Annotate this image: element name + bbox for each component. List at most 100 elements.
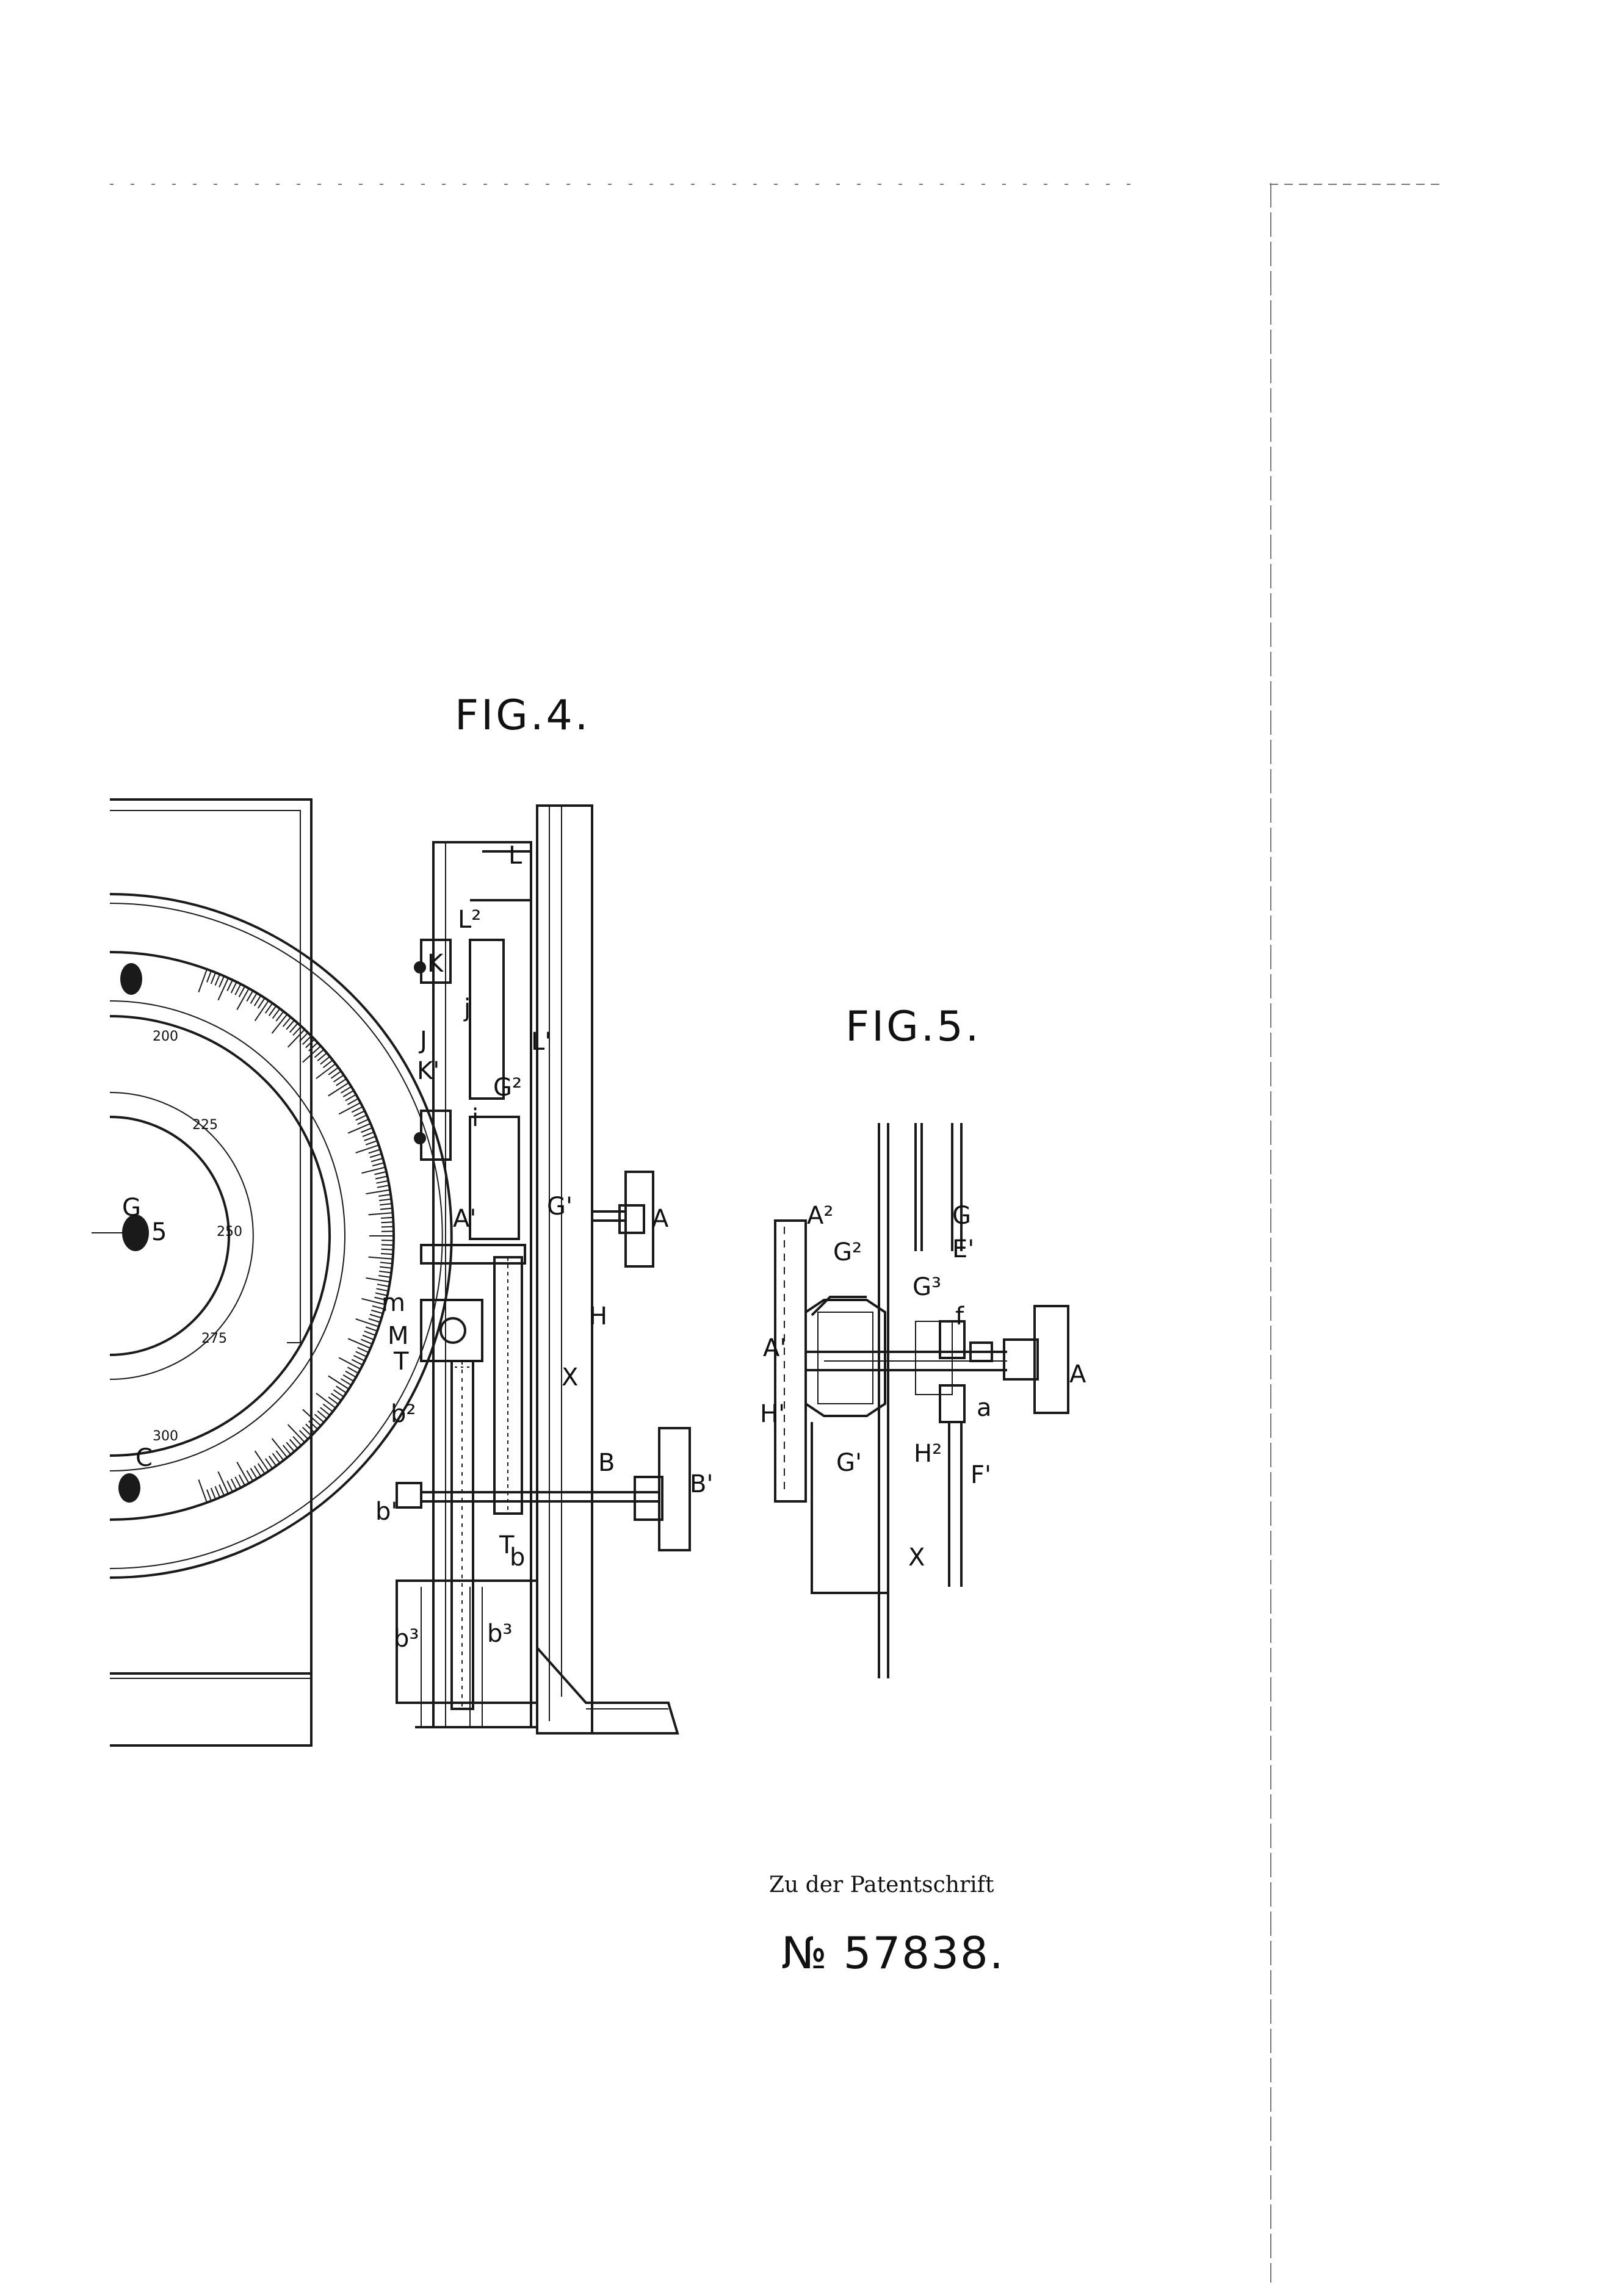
dial-tick xyxy=(374,1296,387,1301)
dial-tick xyxy=(328,1396,339,1405)
dial-tick xyxy=(371,1309,383,1315)
dial-tick xyxy=(330,1393,342,1401)
label-five: 5 xyxy=(151,1218,167,1246)
dial-tick xyxy=(287,1029,305,1048)
dial-tick xyxy=(369,1153,382,1158)
dial-tick xyxy=(317,1052,328,1061)
dial-tick xyxy=(253,995,262,1006)
dial-tick xyxy=(375,1292,388,1296)
fig5-label-a: A xyxy=(1069,1360,1086,1388)
dial-tick xyxy=(371,1157,383,1163)
dial-tick xyxy=(380,1207,392,1210)
fig4-label-t-lower: T xyxy=(499,1531,515,1559)
fig5-label-a-small: a xyxy=(977,1394,992,1422)
dial-tick xyxy=(340,1086,352,1094)
fig4-label-t-upper: T xyxy=(393,1348,409,1376)
dial-tick xyxy=(361,1298,386,1305)
dial-tick xyxy=(257,1463,266,1475)
dial-tick xyxy=(298,1429,309,1440)
dial-tick xyxy=(378,1194,391,1197)
tick-label-275: 275 xyxy=(201,1331,227,1346)
dial-tick xyxy=(289,1439,298,1449)
dial-tick xyxy=(353,1110,365,1117)
dial-tick xyxy=(316,1063,336,1080)
fig4-label-b: B xyxy=(598,1449,615,1477)
fig4-label-k1: K' xyxy=(417,1057,439,1085)
dial-tick xyxy=(366,1189,391,1195)
dial-tick xyxy=(320,1407,330,1416)
dial-tick xyxy=(351,1106,363,1113)
fig4-label-l: L xyxy=(508,842,522,870)
dial-tick xyxy=(355,1144,379,1153)
dial-tick xyxy=(250,1468,258,1479)
dial-tick xyxy=(368,1149,381,1154)
dial-tick xyxy=(257,997,266,1009)
dial-tick xyxy=(342,1090,354,1097)
dial-tick xyxy=(374,1171,387,1175)
dial-knob-top xyxy=(120,963,142,995)
fig5-label-e1: E' xyxy=(952,1235,974,1263)
dial-tick xyxy=(275,1011,284,1022)
fig4-label-m: M xyxy=(388,1322,409,1350)
fig4-label-g2: G² xyxy=(493,1074,522,1102)
fig5-label-g2: G² xyxy=(833,1238,862,1266)
fig5-label-h1: H' xyxy=(760,1400,785,1428)
dial-tick xyxy=(379,1270,392,1274)
dial-tick xyxy=(271,1438,288,1458)
dial-tick xyxy=(361,1338,373,1345)
caption-patent-number: № 57838. xyxy=(781,1927,1005,1979)
dial-tick xyxy=(234,1476,242,1489)
dial-tick xyxy=(230,1478,237,1490)
dial-tick xyxy=(282,1445,292,1455)
dial-tick xyxy=(246,1470,254,1482)
dial-tick xyxy=(230,981,237,994)
dial-tick xyxy=(246,990,254,1002)
label-c-dial: C xyxy=(136,1444,153,1472)
fig4-label-b1: B' xyxy=(690,1470,713,1498)
fig5-label-f: f xyxy=(955,1302,964,1330)
dial-tick xyxy=(322,1060,333,1069)
dial-tick xyxy=(340,1378,352,1386)
dial-tick xyxy=(272,1008,281,1019)
dial-tick xyxy=(381,1244,394,1246)
dial-tick xyxy=(322,1403,333,1412)
dial-tick xyxy=(328,1067,339,1075)
fig4-label-x: X xyxy=(562,1363,578,1392)
dial-tick xyxy=(217,1471,229,1494)
dial-tick xyxy=(333,1389,344,1398)
dial-tick xyxy=(381,1248,394,1251)
dial-tick xyxy=(214,1486,221,1498)
tick-label-225: 225 xyxy=(192,1117,218,1133)
dial-tick xyxy=(253,1465,262,1477)
fig5-label-a2: A² xyxy=(807,1202,833,1230)
dial-tick xyxy=(353,1355,365,1362)
dial-tick xyxy=(365,1140,378,1146)
dial-tick xyxy=(214,973,221,986)
fig4-label-b2: b² xyxy=(391,1400,416,1428)
dial-tick xyxy=(217,978,229,1001)
dial-tick xyxy=(268,1456,277,1467)
dial-tick xyxy=(368,1256,393,1260)
dial-tick xyxy=(328,1375,349,1390)
dial-tick xyxy=(317,1410,328,1420)
dial-tick xyxy=(372,1305,385,1310)
fig4-labels: L L² K j J L' K' G² i G' A' A H m M T b²… xyxy=(375,842,713,1653)
dial-tick xyxy=(361,1166,386,1174)
dial-tick xyxy=(347,1338,371,1349)
dial-tick xyxy=(236,988,250,1010)
dial-tick xyxy=(336,1078,347,1086)
dial-knob-c xyxy=(118,1473,140,1503)
dial-tick xyxy=(345,1094,356,1102)
dial-tick xyxy=(366,1277,391,1283)
dial-tick xyxy=(368,1318,381,1323)
dial-tick xyxy=(347,1098,359,1105)
dial-tick xyxy=(338,1357,361,1370)
dial-tick xyxy=(369,1313,382,1319)
fig5-label-g3: G³ xyxy=(913,1273,941,1301)
dial-knob-g xyxy=(122,1215,149,1251)
dial-tick xyxy=(275,1450,284,1461)
dial-tick xyxy=(362,1131,375,1138)
dial-tick xyxy=(328,1082,349,1097)
dial-tick xyxy=(376,1288,389,1292)
dial-tick xyxy=(364,1330,376,1337)
